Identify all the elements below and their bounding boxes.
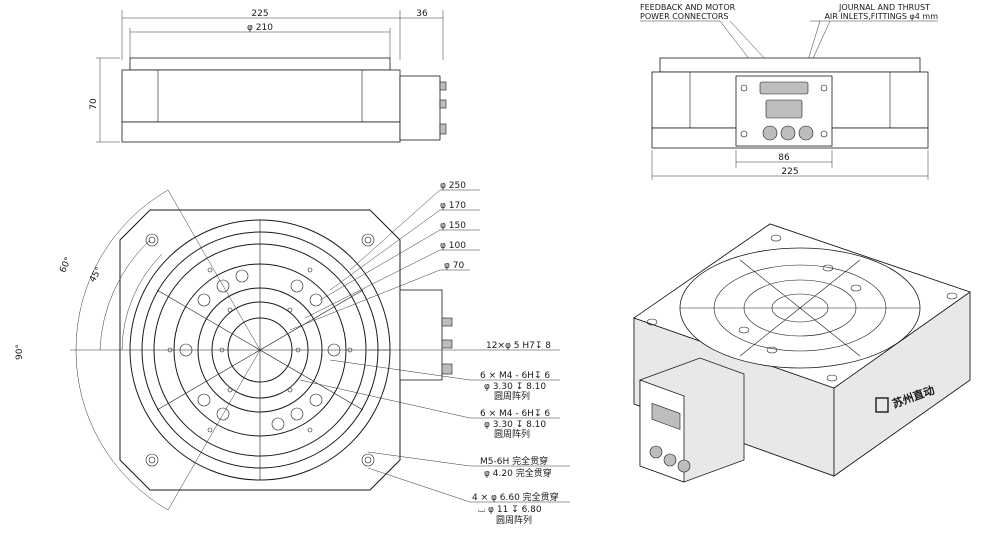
feedback-connectors-label-line1: FEEDBACK AND MOTOR [640,3,736,12]
diameter-150-label: φ 150 [440,221,466,231]
callout-m4-inner-line2: φ 3.30 ↧ 8.10 [484,420,546,430]
diameter-70-label: φ 70 [444,261,465,271]
angle-45-label: 45° [88,266,105,285]
callout-m4-outer-line1: 6 × M4 - 6H↧ 6 [480,371,550,381]
callout-m4-outer-line2: φ 3.30 ↧ 8.10 [484,382,546,392]
front-elevation-view: FEEDBACK AND MOTOR POWER CONNECTORS JOUR… [640,3,938,180]
callout-m4-outer-line3: 圆周阵列 [494,390,530,402]
air-inlets-label-line1: JOURNAL AND THRUST [838,3,930,12]
feedback-connectors-label-line2: POWER CONNECTORS [640,12,729,21]
disk-diameter-210: φ 210 [247,23,273,33]
callout-m4-inner-line3: 圆周阵列 [494,428,530,440]
callout-m5-line1: M5-6H 完全贯穿 [480,455,548,467]
diameter-250-label: φ 250 [440,181,466,191]
width-dimension-225: 225 [251,9,268,19]
diameter-100-label: φ 100 [440,241,466,251]
angle-90-label: 90° [15,344,25,360]
top-side-view: 225 36 φ 210 70 [89,9,447,143]
connector-depth-dimension: 36 [416,9,428,19]
callout-m5-line2: φ 4.20 完全贯穿 [484,467,552,479]
diameter-170-label: φ 170 [440,201,466,211]
callout-dowel-holes: 12×φ 5 H7↧ 8 [486,341,551,351]
panel-width-86: 86 [778,153,790,163]
isometric-view: 苏州直动 [633,223,971,483]
callout-mount-holes-line1: 4 × φ 6.60 完全贯穿 [472,491,559,503]
air-inlets-label-line2: AIR INLETS,FITTINGS φ4 mm [824,12,938,21]
plan-view: 90° 60° 45° φ 250 φ 170 φ 150 φ 100 φ 70… [15,181,570,526]
height-dimension-70: 70 [89,98,99,110]
angle-60-label: 60° [58,256,74,275]
overall-width-225: 225 [781,167,798,177]
callout-m4-inner-line1: 6 × M4 - 6H↧ 6 [480,409,550,419]
callout-mount-holes-line2: ⌴ φ 11 ↧ 6.80 [478,505,542,515]
callout-mount-holes-line3: 圆周阵列 [496,514,532,526]
